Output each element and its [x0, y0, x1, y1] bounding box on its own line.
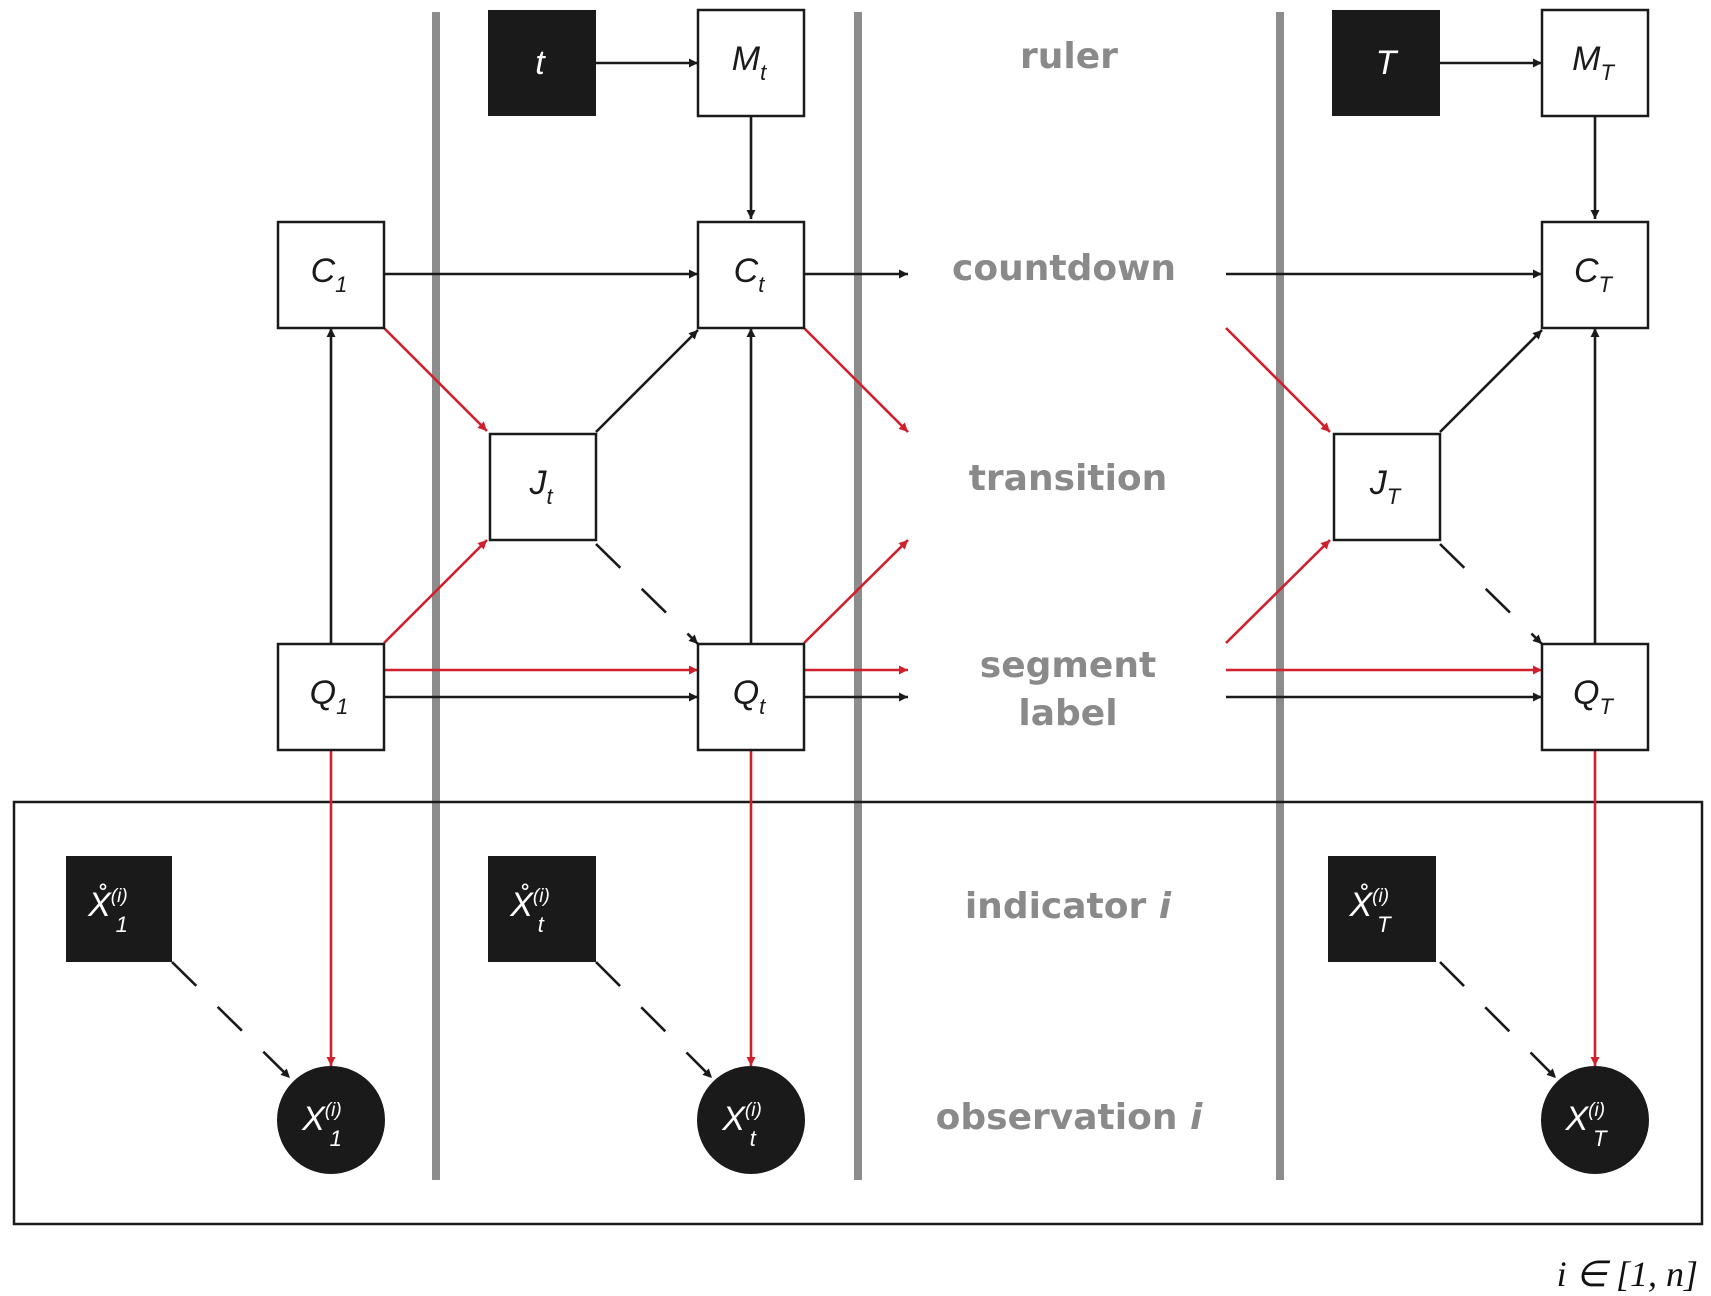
node-Jt: Jt [488, 432, 598, 542]
row-labels: ruler countdown transition segment label… [936, 36, 1203, 1138]
edge-Ct-out-red [803, 327, 909, 433]
node-Ct: Ct [696, 220, 806, 330]
edge-in-JT-red [1225, 327, 1331, 433]
row-label-label: label [1018, 693, 1117, 734]
node-Xt-label: X(i)t [721, 1100, 762, 1151]
node-XT: X(i)T [1541, 1066, 1649, 1174]
node-X1: X(i)1 [277, 1066, 385, 1174]
edge-Xr1-to-X1-dashed [171, 961, 291, 1079]
node-C1-label: C1 [311, 252, 348, 297]
node-CT: CT [1540, 220, 1650, 330]
node-Jt-label: Jt [528, 464, 553, 509]
node-Qt-label: Qt [733, 674, 766, 719]
node-XT-label: X(i)T [1564, 1100, 1608, 1151]
node-Qt: Qt [696, 642, 806, 752]
node-C1: C1 [276, 220, 386, 330]
plate-index-label: i ∈ [1, n] [1557, 1254, 1698, 1294]
row-label-countdown: countdown [952, 248, 1176, 289]
edge-Q1-to-Jt [383, 539, 488, 644]
node-Q1-label: Q1 [310, 674, 349, 719]
node-MT: MT [1540, 8, 1650, 118]
edge-XrT-to-XT-dashed [1439, 961, 1557, 1079]
node-QT: QT [1540, 642, 1650, 752]
node-JT-label: JT [1369, 464, 1402, 509]
node-Xrt: X̊(i)t [488, 856, 596, 962]
node-Ct-label: Ct [734, 252, 766, 297]
edge-JT-to-CT [1439, 329, 1543, 433]
edges [171, 58, 1600, 1079]
row-label-ruler: ruler [1020, 36, 1118, 77]
node-JT: JT [1332, 432, 1442, 542]
edge-C1-to-Jt [383, 327, 488, 432]
observation-plate [12, 800, 1704, 1226]
row-label-transition: transition [969, 458, 1168, 499]
row-label-segment: segment [980, 645, 1156, 686]
node-Xr1: X̊(i)1 [66, 856, 172, 962]
node-Mt: Mt [696, 8, 806, 118]
edge-Jt-to-Qt-dashed [595, 543, 699, 645]
row-label-indicator: indicator i [965, 886, 1172, 927]
edge-Qt-out-red-diag [803, 539, 909, 644]
node-XrT: X̊(i)T [1328, 856, 1436, 962]
node-CT-label: CT [1574, 252, 1614, 297]
edge-Xrt-to-Xt-dashed [595, 961, 713, 1079]
node-T: T [1332, 10, 1440, 116]
node-t-label: t [535, 44, 546, 82]
node-XrT-label: X̊(i)T [1348, 883, 1392, 937]
node-t: t [488, 10, 596, 116]
node-X1-label: X(i)1 [301, 1100, 342, 1151]
edge-Jt-to-Ct [595, 329, 699, 433]
node-Xt: X(i)t [697, 1066, 805, 1174]
node-MT-label: MT [1572, 40, 1615, 85]
nodes: t Mt T MT C1 Ct [66, 8, 1650, 1174]
row-label-observation: observation i [936, 1097, 1203, 1138]
edge-in-JT-from-Q [1225, 539, 1331, 644]
node-Xr1-label: X̊(i)1 [87, 883, 128, 937]
slice-dividers [432, 12, 1284, 1180]
edge-JT-to-QT-dashed [1439, 543, 1543, 645]
node-Q1: Q1 [276, 642, 386, 752]
node-Mt-label: Mt [732, 40, 767, 85]
node-Xrt-label: X̊(i)t [509, 883, 550, 937]
node-QT-label: QT [1573, 674, 1614, 719]
node-T-label: T [1376, 44, 1399, 82]
